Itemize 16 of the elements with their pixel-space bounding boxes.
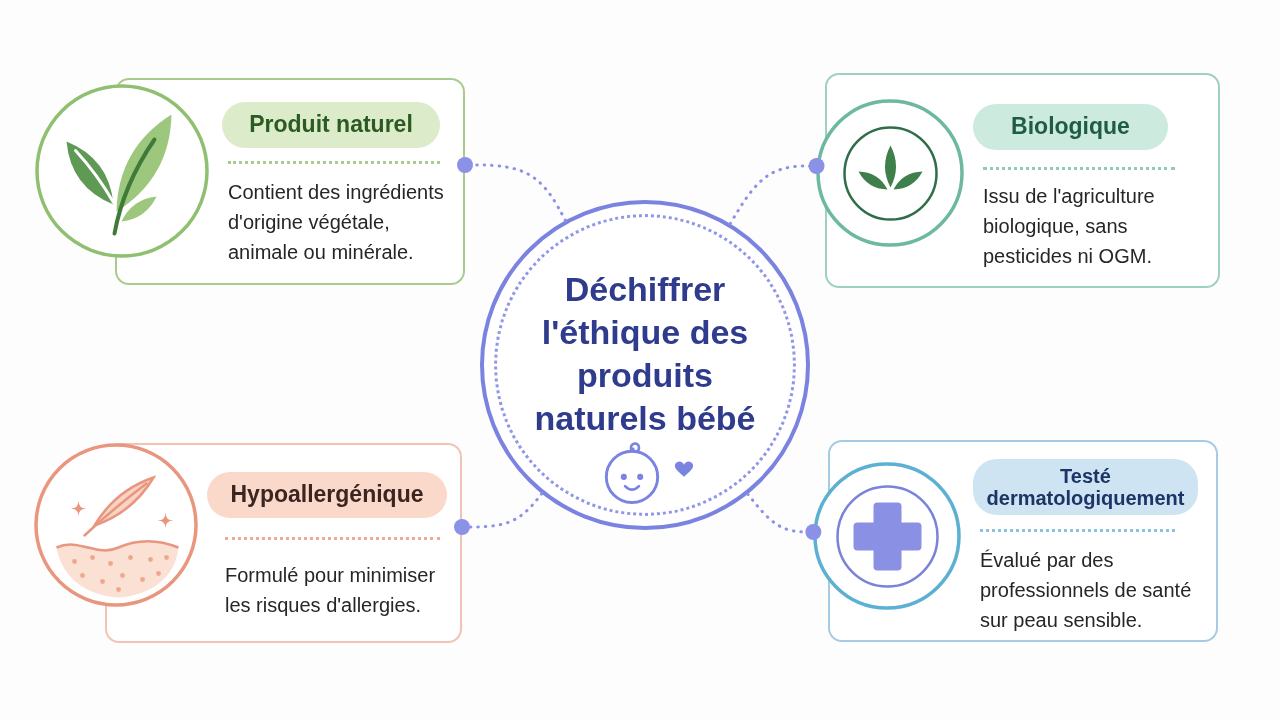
card-heading: Biologique (973, 104, 1168, 150)
card-heading: Testé dermatologiquement (973, 459, 1198, 515)
dotted-connector (457, 157, 567, 222)
info-card (34, 443, 462, 643)
card-description: Formulé pour minimiser les risques d'allergies. (225, 563, 437, 618)
info-card (816, 73, 1220, 288)
hub-title: Déchiffrer l'éthique des produits naturels bébé (533, 269, 757, 439)
card-heading: Produit naturel (222, 102, 440, 148)
card-description: Évalué par des professionnels de santé sur peau sensible. (980, 548, 1193, 633)
info-card (36, 78, 465, 285)
dotted-connector (728, 158, 825, 226)
card-heading: Hypoallergénique (207, 472, 447, 518)
info-card (813, 440, 1218, 642)
dotted-connector (746, 492, 822, 540)
card-description: Contient des ingrédients d'origine végétale, animale ou minérale. (228, 180, 445, 265)
card-description: Issu de l'agriculture biologique, sans pesticides ni OGM. (983, 184, 1156, 269)
